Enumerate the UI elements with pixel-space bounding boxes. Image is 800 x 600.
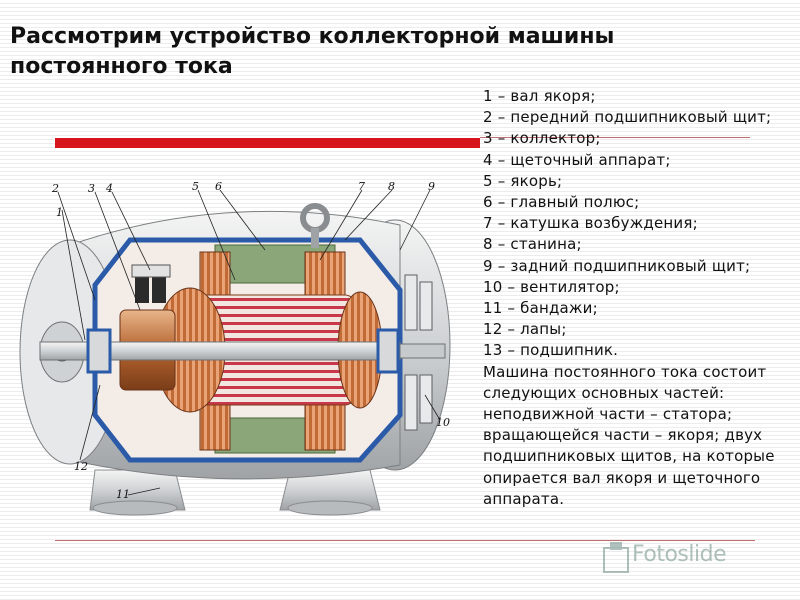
lifting-eye — [300, 203, 330, 248]
title-line-1: Рассмотрим устройство коллекторной машин… — [10, 24, 615, 49]
brush-gear — [131, 264, 171, 303]
field-coil-left — [199, 251, 231, 298]
rear-bearing — [376, 328, 400, 374]
diagram-label: 2 — [51, 182, 59, 195]
legend-item: 8 – станина; — [483, 235, 582, 254]
accent-red-bar — [55, 138, 480, 148]
legend-item: 5 – якорь; — [483, 171, 563, 190]
field-coil-right — [304, 251, 346, 301]
diagram-label: 10 — [436, 416, 450, 429]
divider-line-bottom — [55, 540, 755, 541]
legend-item: 4 – щеточный аппарат; — [483, 150, 671, 169]
legend-item: 10 – вентилятор; — [483, 277, 620, 296]
legend-item: 9 – задний подшипниковый щит; — [483, 256, 751, 275]
diagram-label: 6 — [215, 180, 222, 193]
legend-item: 1 – вал якоря; — [483, 87, 596, 105]
legend-item: 7 – катушка возбуждения; — [483, 214, 698, 233]
legend-item: 6 – главный полюс; — [483, 193, 640, 212]
fan — [404, 274, 433, 431]
description-paragraph: Машина постоянного тока состоит следующи… — [483, 362, 775, 508]
watermark-logo-icon — [603, 542, 629, 573]
watermark-text: Fotoslide — [632, 542, 727, 567]
diagram-label: 3 — [88, 182, 95, 195]
diagram-label: 8 — [388, 180, 395, 193]
diagram-label: 1 — [56, 206, 63, 219]
diagram-label: 9 — [428, 180, 435, 193]
legend-item: 12 – лапы; — [483, 320, 567, 339]
legend-item: 3 – коллектор; — [483, 129, 601, 148]
diagram-label: 5 — [192, 180, 199, 193]
legend-text: 1 – вал якоря; 2 – передний подшипниковы… — [483, 86, 788, 510]
legend-item: 11 – бандажи; — [483, 299, 598, 318]
title-line-2: постоянного тока — [10, 54, 233, 79]
diagram-label: 12 — [74, 460, 88, 473]
page-title: Рассмотрим устройство коллекторной машин… — [10, 22, 770, 82]
divider-line-top — [480, 137, 750, 138]
leader-lines — [57, 189, 441, 496]
diagram-label: 11 — [116, 488, 130, 501]
watermark: Fotoslide — [602, 540, 787, 576]
diagram-label: 4 — [105, 182, 113, 195]
legend-item: 13 – подшипник. — [483, 341, 619, 360]
front-bearing — [86, 328, 112, 374]
diagram-label: 7 — [358, 180, 365, 193]
dc-machine-diagram: 1 2 3 4 5 6 7 8 9 10 11 12 — [19, 180, 451, 516]
legend-item: 2 – передний подшипниковый щит; — [483, 108, 772, 127]
